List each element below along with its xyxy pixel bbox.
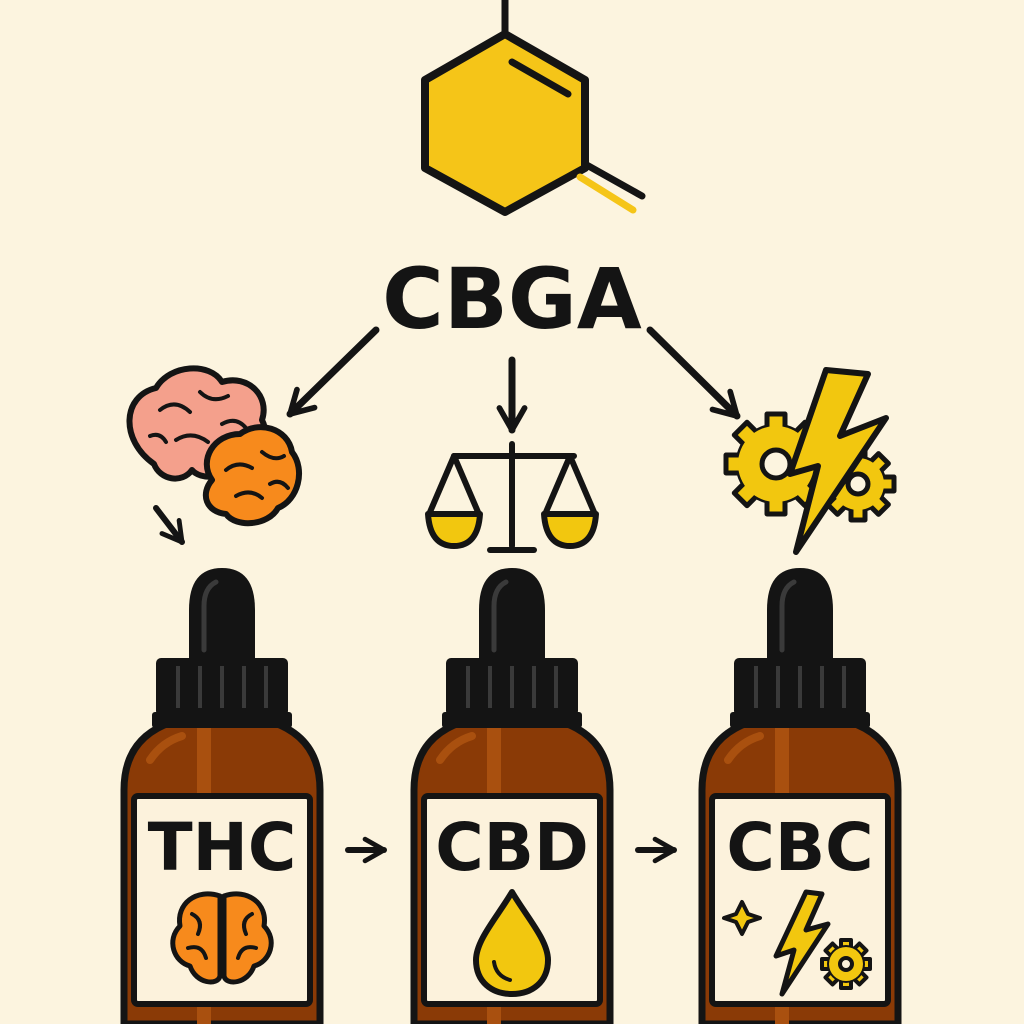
brain-icon (170, 891, 274, 985)
arrow-to-thc (286, 326, 380, 418)
source-arrows (286, 326, 741, 434)
bottle-cbd (414, 568, 610, 1024)
arrow-brain-to-thc (153, 505, 185, 545)
brains-icon (126, 365, 303, 527)
gears-lightning-icon (723, 367, 897, 555)
balance-scale-icon (425, 441, 599, 553)
bottle-cbc (702, 568, 898, 1024)
thc-label: THC (148, 809, 297, 886)
hexagon-molecule-icon (421, 0, 646, 216)
oil-drop-icon (473, 889, 551, 997)
source-label: CBGA (382, 250, 642, 348)
cbc-label: CBC (726, 809, 873, 886)
arrow-to-cbc (646, 326, 741, 420)
bottle-thc (124, 568, 320, 1024)
cbd-label: CBD (435, 809, 589, 886)
lightning-gear-icon (722, 889, 872, 997)
